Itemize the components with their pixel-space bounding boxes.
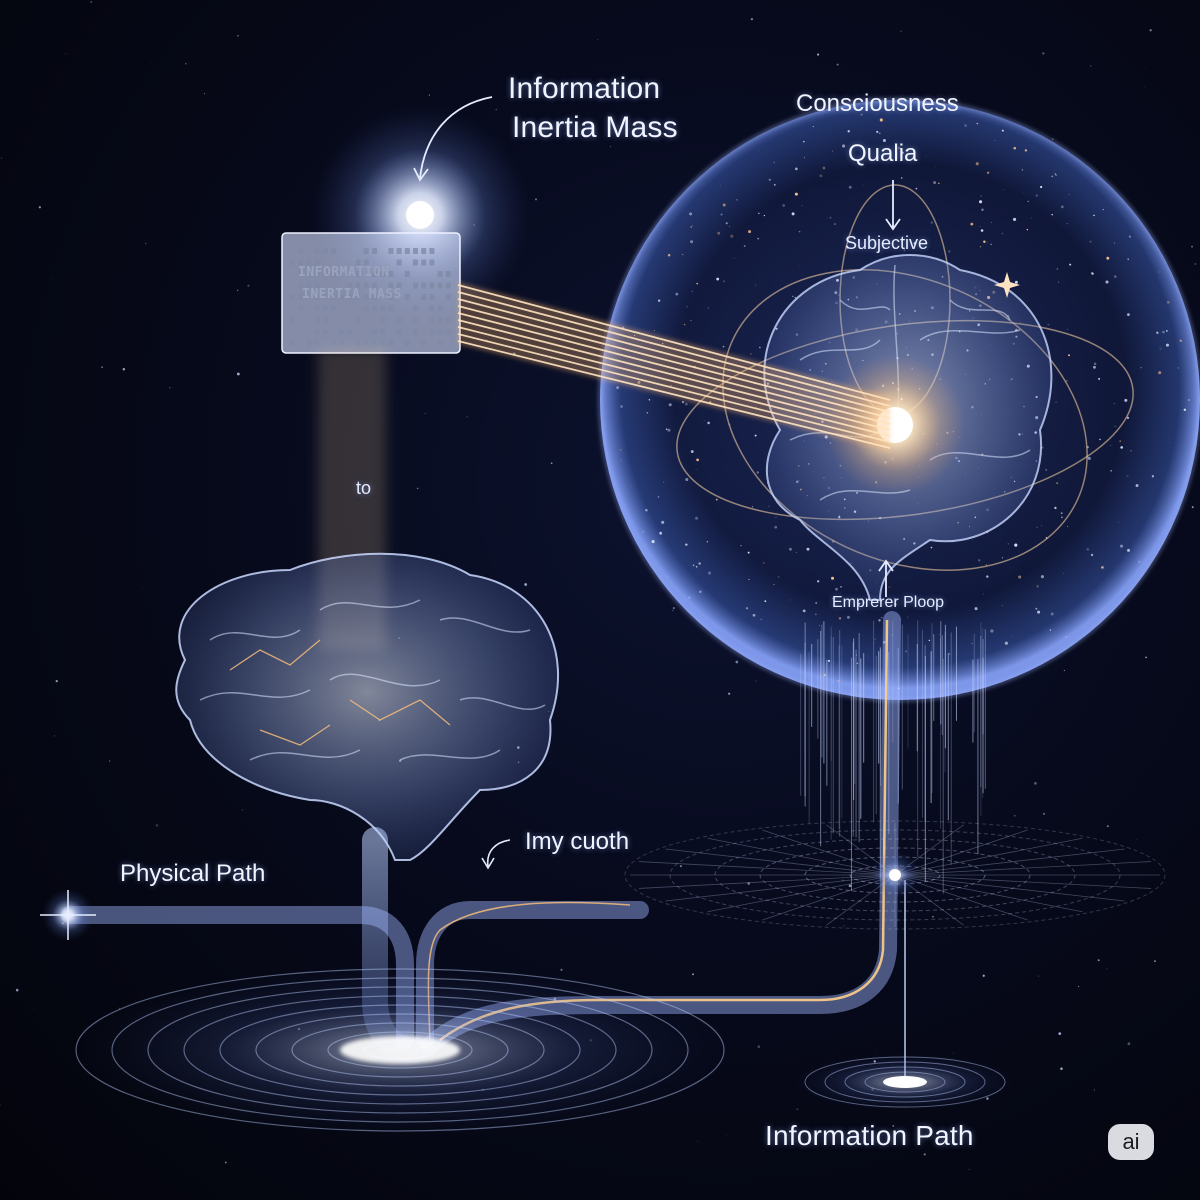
emergence-stream <box>800 620 986 894</box>
panel-line-1: INFORMATION <box>298 265 390 280</box>
star-icon <box>40 889 96 941</box>
subjective-label: Subjective <box>845 233 929 253</box>
panel-line-2: INERTIA MASS <box>302 287 402 302</box>
inertia-mass-title-line-1: Information <box>508 72 661 105</box>
beam-label: to <box>356 478 372 498</box>
information-path-label: Information Path <box>765 1120 974 1151</box>
qualia-label: Qualia <box>848 140 918 167</box>
consciousness-label: Consciousness <box>796 90 959 117</box>
ai-badge: ai <box>1108 1124 1154 1160</box>
information-network-disk <box>624 820 1166 930</box>
information-vortex <box>795 1054 1015 1110</box>
beams-to-consciousness <box>457 282 891 451</box>
curved-arrow-icon <box>481 839 511 870</box>
physical-brain <box>175 552 559 861</box>
emergent-label: Emprerer Ploop <box>832 594 945 611</box>
curved-arrow-icon <box>419 96 493 179</box>
inertia-mass-title-line-2: Inertia Mass <box>512 111 678 144</box>
star-icon <box>994 272 1020 298</box>
physical-path-label: Physical Path <box>120 860 266 887</box>
down-arrow-icon <box>885 180 901 231</box>
curved-arrow-icon <box>413 167 429 182</box>
up-arrow-icon <box>878 559 894 597</box>
imy-cuoth-label: Imy cuoth <box>525 828 630 855</box>
upper-brain <box>763 254 1053 601</box>
information-panel <box>281 232 461 354</box>
physical-vortex <box>70 965 730 1135</box>
